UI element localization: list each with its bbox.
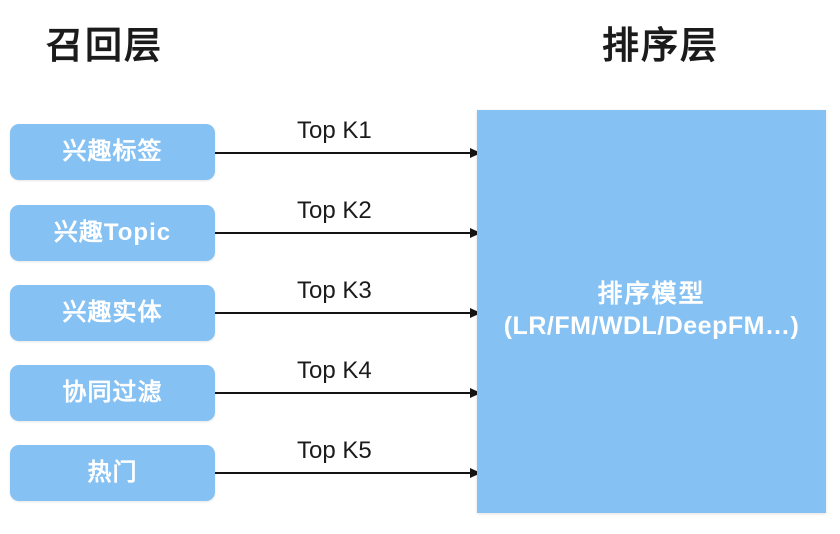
arrow-label: Top K2 <box>297 197 372 224</box>
arrow-topk3: Top K3 <box>215 279 481 318</box>
arrow-line-icon <box>215 392 480 395</box>
arrow-topk2: Top K2 <box>215 199 481 238</box>
ranking-layer-heading: 排序层 <box>602 25 719 66</box>
recall-box-interest-tag[interactable]: 兴趣标签 <box>10 124 215 180</box>
arrow-head-icon <box>470 308 481 318</box>
arrow-label: Top K3 <box>297 277 372 304</box>
arrow-topk4: Top K4 <box>215 359 481 398</box>
arrow-line-icon <box>215 472 480 475</box>
arrow-head-icon <box>470 388 481 398</box>
arrow-line-icon <box>215 312 480 315</box>
arrow-head-icon <box>470 148 481 158</box>
arrow-head-icon <box>470 468 481 478</box>
recall-layer-heading: 召回层 <box>46 25 163 66</box>
recall-box-popular[interactable]: 热门 <box>10 445 215 501</box>
arrow-line-icon <box>215 152 480 155</box>
arrow-topk5: Top K5 <box>215 439 481 478</box>
recall-box-label: 兴趣实体 <box>62 299 163 326</box>
recall-box-label: 协同过滤 <box>62 379 163 406</box>
ranking-model-title: 排序模型 <box>597 280 706 308</box>
arrow-label: Top K5 <box>297 437 372 464</box>
arrow-head-icon <box>470 228 481 238</box>
arrow-topk1: Top K1 <box>215 119 481 158</box>
arrow-label: Top K4 <box>297 357 372 384</box>
recall-box-label: 兴趣Topic <box>53 219 172 246</box>
recall-box-interest-topic[interactable]: 兴趣Topic <box>10 205 215 261</box>
recall-box-label: 热门 <box>87 459 138 486</box>
arrow-line-icon <box>215 232 480 235</box>
recall-box-collaborative-filtering[interactable]: 协同过滤 <box>10 365 215 421</box>
recall-box-interest-entity[interactable]: 兴趣实体 <box>10 285 215 341</box>
recall-box-label: 兴趣标签 <box>62 138 163 165</box>
ranking-model-subtitle: (LR/FM/WDL/DeepFM…) <box>503 312 800 341</box>
arrow-label: Top K1 <box>297 117 372 144</box>
ranking-model-box[interactable]: 排序模型 (LR/FM/WDL/DeepFM…) <box>477 110 826 513</box>
